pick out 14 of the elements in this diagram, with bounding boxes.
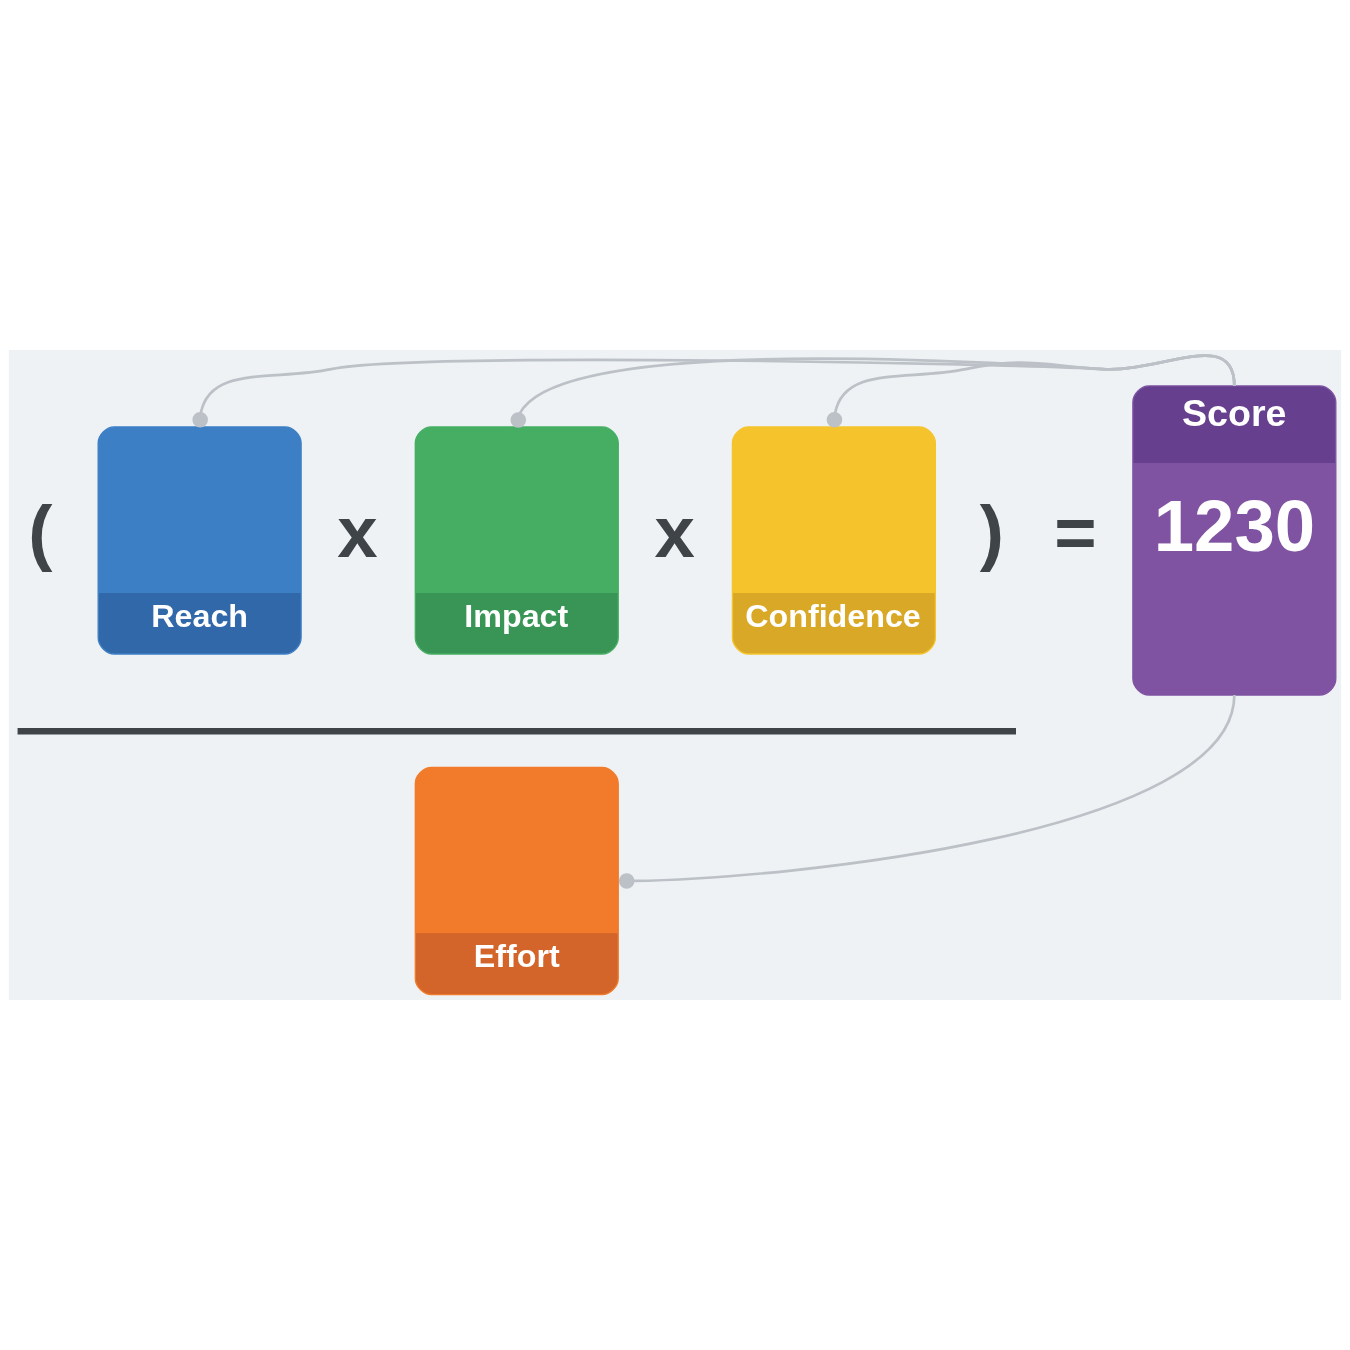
node-box: Score 1230: [1132, 385, 1337, 696]
connector: [826, 354, 1236, 428]
node-box: Impact: [414, 426, 619, 655]
label: =: [1054, 491, 1097, 573]
node-box: Effort: [414, 766, 619, 996]
label: ): [979, 491, 1004, 573]
node-box: Reach: [97, 426, 302, 655]
connector: [618, 694, 1236, 889]
label: (: [28, 491, 53, 573]
connector: [192, 354, 1236, 428]
label: x: [654, 491, 695, 573]
label: x: [337, 491, 378, 573]
node-box: Confidence: [731, 426, 937, 655]
connector: [510, 354, 1236, 428]
